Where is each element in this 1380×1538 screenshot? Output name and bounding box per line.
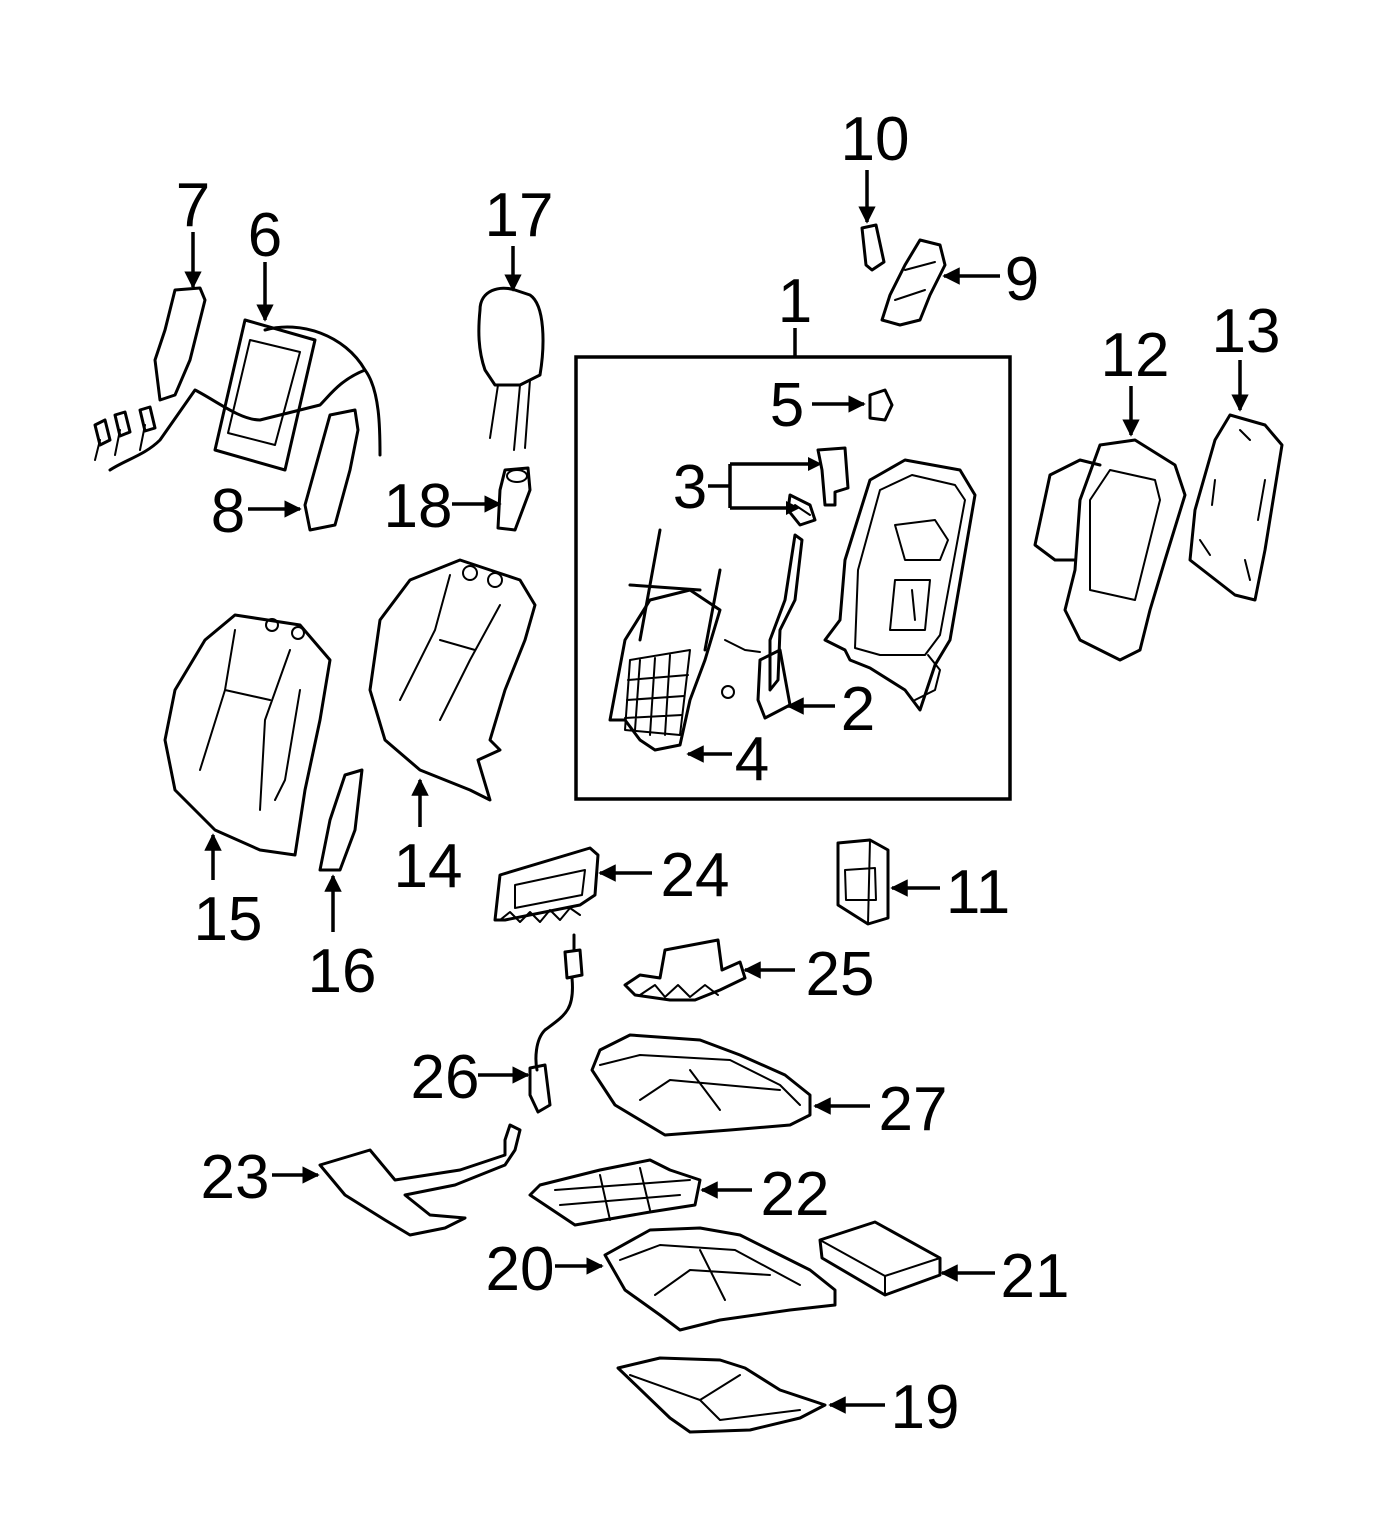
callout-1: 1: [778, 267, 812, 336]
callout-23: 23: [201, 1143, 270, 1212]
callout-24: 24: [661, 841, 730, 910]
part-20-cushion-pad: [603, 1226, 837, 1332]
part-21-foam-block: [818, 1220, 942, 1297]
callout-2: 2: [841, 675, 875, 744]
part-19-cushion-tray: [616, 1356, 827, 1434]
callout-3: 3: [673, 453, 707, 522]
part-24-control-module: [493, 846, 600, 923]
part-23-sensor-mat: [318, 1123, 522, 1237]
part-27-cushion-cover: [590, 1033, 812, 1137]
part-2-recliner-rod: [756, 533, 804, 720]
callout-6: 6: [248, 201, 282, 270]
part-4-backrest-frame: [608, 528, 761, 752]
part-18-headrest-guide: [496, 466, 532, 532]
callout-13: 13: [1212, 297, 1281, 366]
part-1-seatback-frame: [823, 458, 977, 712]
part-3-brackets: [786, 446, 850, 527]
callout-5: 5: [770, 371, 804, 440]
callout-4: 4: [735, 725, 769, 794]
callout-14: 14: [394, 832, 463, 901]
callout-17: 17: [485, 181, 554, 250]
callout-26: 26: [411, 1043, 480, 1112]
callout-18: 18: [384, 472, 453, 541]
part-9-trim-cover: [880, 238, 947, 327]
part-12-backrest-pad: [1033, 438, 1187, 662]
assembly-box-1: [574, 355, 1012, 801]
callout-7: 7: [176, 171, 210, 240]
part-14-backrest-cover: [368, 558, 537, 802]
part-5-clip: [868, 388, 894, 422]
part-25-bracket: [623, 938, 747, 1002]
callout-22: 22: [761, 1160, 830, 1229]
part-6-backrest-panel: [93, 318, 382, 472]
callout-19: 19: [891, 1373, 960, 1442]
callout-11: 11: [946, 858, 1010, 927]
callout-9: 9: [1005, 245, 1039, 314]
callout-25: 25: [806, 940, 875, 1009]
callout-21: 21: [1001, 1242, 1070, 1311]
callout-16: 16: [308, 937, 377, 1006]
callout-15: 15: [194, 885, 263, 954]
part-16-side-trim: [318, 768, 364, 872]
callout-8: 8: [211, 477, 245, 546]
callout-27: 27: [879, 1075, 948, 1144]
callout-10: 10: [841, 105, 910, 174]
part-26-sensor-harness: [528, 933, 584, 1114]
callout-20: 20: [486, 1235, 555, 1304]
part-15-seatback-cover: [163, 613, 332, 857]
part-7-side-panel: [153, 286, 207, 402]
part-8-side-bracket: [303, 408, 360, 532]
part-10-knob: [860, 223, 886, 272]
part-13-back-cover: [1188, 413, 1284, 602]
part-17-headrest: [477, 286, 545, 451]
callout-12: 12: [1101, 321, 1170, 390]
leader-3: [708, 462, 812, 510]
part-22-heater-element: [528, 1158, 702, 1227]
